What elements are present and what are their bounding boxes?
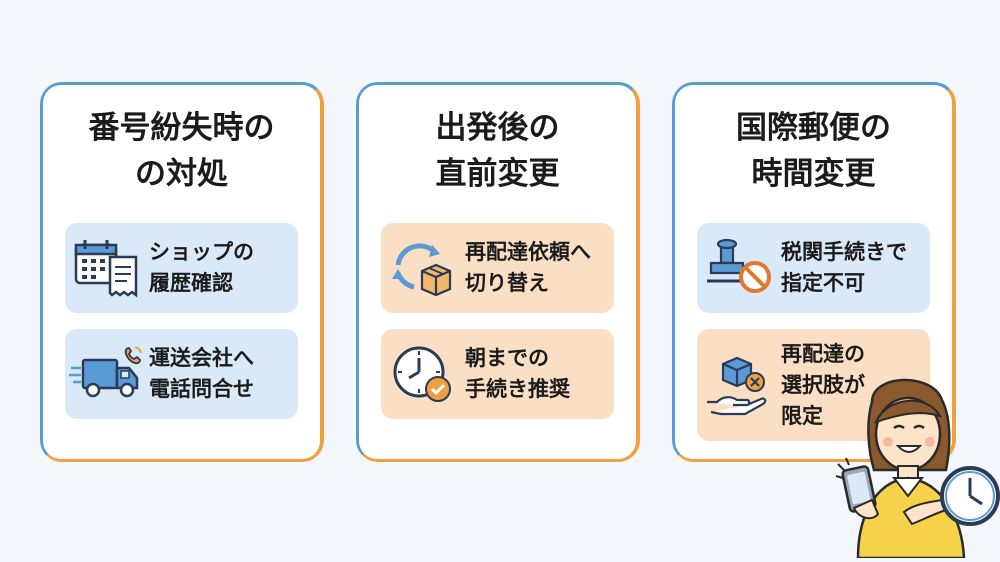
- woman-with-phone-illustration: [832, 372, 1000, 560]
- calendar-receipt-icon: [65, 223, 149, 313]
- tip-item: ショップの 履歴確認: [65, 223, 298, 313]
- tip-item: 税関手続きで 指定不可: [697, 223, 930, 313]
- tip-item: 再配達依頼へ 切り替え: [381, 223, 614, 313]
- package-hand-cancel-icon: [697, 329, 781, 441]
- card-title: 番号紛失時の の対処: [88, 110, 275, 192]
- customs-stamp-prohibited-icon: [697, 223, 781, 313]
- delivery-truck-phone-icon: [65, 329, 149, 419]
- tip-item: 運送会社へ 電話問合せ: [65, 329, 298, 419]
- tip-text: 再配達の 選択肢が 限定: [781, 341, 865, 428]
- tip-text: ショップの 履歴確認: [149, 240, 254, 295]
- card-title: 国際郵便の 時間変更: [736, 110, 891, 192]
- tip-text: 再配達依頼へ 切り替え: [465, 240, 591, 295]
- clock-check-icon: [381, 329, 465, 419]
- card-body: 番号紛失時の の対処: [43, 85, 320, 459]
- card-body: 出発後の 直前変更 再配達依頼へ 切り替え: [359, 85, 636, 459]
- tip-text: 税関手続きで 指定不可: [781, 240, 907, 295]
- tip-item: 朝までの 手続き推奨: [381, 329, 614, 419]
- tip-text: 朝までの 手続き推奨: [465, 346, 570, 401]
- redelivery-box-icon: [381, 223, 465, 313]
- tip-text: 運送会社へ 電話問合せ: [149, 346, 254, 401]
- card-change-after-departure: 出発後の 直前変更 再配達依頼へ 切り替え: [356, 82, 640, 462]
- card-lost-number: 番号紛失時の の対処: [40, 82, 324, 462]
- card-title: 出発後の 直前変更: [435, 110, 560, 192]
